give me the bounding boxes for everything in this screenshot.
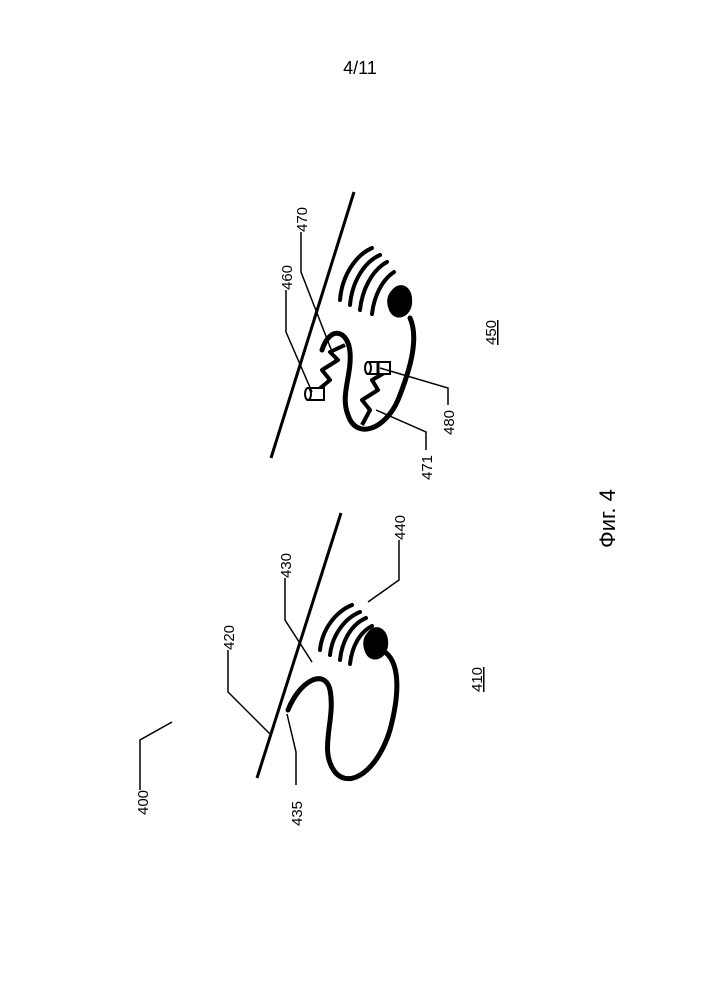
device-body bbox=[387, 285, 412, 317]
label-430: 430 bbox=[278, 553, 295, 578]
electrode-lead-430 bbox=[288, 652, 397, 779]
label-480: 480 bbox=[441, 410, 458, 435]
skin-surface-line bbox=[271, 192, 354, 458]
label-400: 400 bbox=[135, 790, 152, 815]
label-440: 440 bbox=[392, 515, 409, 540]
figure-caption: Фиг. 4 bbox=[595, 489, 620, 548]
leader-440 bbox=[368, 540, 399, 602]
leader-400 bbox=[140, 722, 172, 790]
panel-label-410: 410 bbox=[469, 667, 486, 692]
device-body bbox=[363, 627, 388, 659]
label-471: 471 bbox=[419, 455, 436, 480]
panel-450: 460 470 471 480 450 bbox=[271, 192, 500, 480]
cylinder-460 bbox=[305, 388, 324, 400]
leader-420 bbox=[228, 650, 270, 734]
label-460: 460 bbox=[279, 265, 296, 290]
label-420: 420 bbox=[221, 625, 238, 650]
panel-410: 400 420 430 435 440 410 bbox=[135, 513, 486, 826]
wave-arc-1 bbox=[340, 248, 372, 300]
cylinder-480 bbox=[365, 362, 390, 374]
wave-arc-1 bbox=[320, 605, 352, 650]
leader-435 bbox=[287, 714, 296, 785]
leader-471 bbox=[376, 410, 426, 450]
label-435: 435 bbox=[289, 801, 306, 826]
label-470: 470 bbox=[294, 207, 311, 232]
panel-label-450: 450 bbox=[483, 320, 500, 345]
electrode-471 bbox=[362, 372, 386, 425]
